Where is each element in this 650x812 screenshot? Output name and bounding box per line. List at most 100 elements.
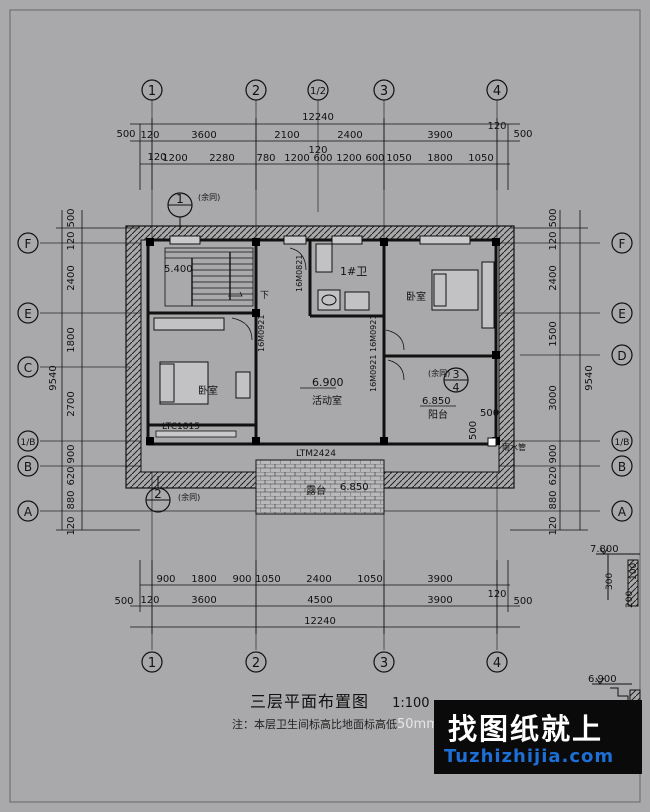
dim-top2-10: 1800 [427, 153, 452, 164]
callout-1-number: 1 [176, 192, 184, 206]
dim-top-2: 120 [140, 130, 159, 141]
detail-dim-300: 300 [605, 573, 615, 590]
window-ltc [155, 430, 237, 438]
drawing-title: 三层平面布置图 [250, 692, 370, 711]
bedroom-w-furniture [153, 317, 251, 405]
stair-down-label: 下 [260, 291, 269, 301]
drawing-frame [9, 9, 641, 803]
note-prefix: 注：本层卫生间标高比地面标高低 [232, 718, 397, 731]
axis-label-row-B: B [24, 460, 32, 474]
dim-top-3: 3600 [191, 130, 216, 141]
axis-label-col-4: 4 [493, 84, 501, 99]
walls [146, 238, 498, 446]
dim-bot1-2: 1800 [191, 574, 216, 585]
dim-top2-5: 1200 [284, 153, 309, 164]
dim-bot2-5: 3900 [427, 595, 452, 606]
dim-bot2-1: 500 [114, 596, 133, 607]
axis-label-row-E-right: E [618, 307, 626, 321]
dim-bot1-7: 3900 [427, 574, 452, 585]
dim-right-9: 120 [548, 516, 559, 535]
balcony-elevation: 6.850 [422, 396, 451, 407]
callout-3-top: 3 [453, 368, 460, 381]
dim-top-small: 120 [308, 145, 327, 156]
dim-left-4: 1800 [66, 327, 77, 352]
axis-label-col-1-2: 1/2 [310, 86, 326, 97]
dim-top2-9: 1050 [386, 153, 411, 164]
stair-elevation: 5.400 [164, 264, 193, 275]
terrace-label: 露台 [306, 484, 326, 497]
axis-label-row-A-right: A [618, 505, 627, 519]
dim-right-1: 500 [548, 208, 559, 227]
dim-left-total: 9540 [48, 365, 59, 390]
dim-top2-1: 120 [147, 152, 166, 163]
dim-left-3: 2400 [66, 265, 77, 290]
drawing-note: 注：本层卫生间标高比地面标高低50mm [232, 716, 439, 732]
dim-top2-6: 600 [313, 153, 332, 164]
axis-label-col-1-bottom: 1 [148, 656, 156, 671]
activity-elevation: 6.900 [312, 376, 344, 389]
door-w-label: 16M0921 [257, 315, 266, 352]
dim-right-8: 880 [548, 490, 559, 509]
callout-3-4: 3 4 (余同) [428, 367, 469, 394]
dim-left-5: 2700 [66, 391, 77, 416]
activity-label: 活动室 [312, 394, 342, 407]
bedroom-ne-label: 卧室 [406, 290, 426, 303]
dim-bot2-7: 500 [513, 596, 532, 607]
axis-label-row-D-right: D [617, 349, 626, 363]
dim-top-1: 500 [116, 129, 135, 140]
dim-top2-8: 600 [365, 153, 384, 164]
axis-bubbles-top [141, 79, 508, 101]
door-act1-label: 16M0921 [369, 355, 378, 392]
terrace-elevation: 6.850 [340, 482, 369, 493]
dim-top2-2: 1200 [162, 153, 187, 164]
callout-3-bottom: 4 [453, 381, 460, 394]
dim-bot1-4: 1050 [255, 574, 280, 585]
axis-label-row-1-B-right: 1/B [615, 438, 630, 448]
note-suffix: 50mm [397, 717, 439, 732]
dim-right-3: 2400 [548, 265, 559, 290]
axis-label-row-A: A [24, 505, 33, 519]
dim-bottom-total: 12240 [304, 616, 336, 627]
dim-left-6: 900 [66, 444, 77, 463]
dim-right-5: 3000 [548, 385, 559, 410]
detail-elevation-2: 6.900 [588, 674, 617, 685]
bathroom-label: 1#卫 [340, 265, 367, 278]
axis-label-col-1: 1 [148, 84, 156, 99]
dim-bot1-3: 900 [232, 574, 251, 585]
callout-1: 1 (余同) [167, 192, 220, 230]
bedroom-ne-furniture [431, 261, 495, 329]
staircase [164, 247, 254, 307]
dim-right-total: 9540 [584, 365, 595, 390]
terrace-floor [255, 459, 385, 515]
dim-left-8: 880 [66, 490, 77, 509]
dim-top-7: 120 [487, 121, 506, 132]
callout-2: 2 (余同) [145, 476, 200, 513]
dim-bot1-1: 900 [156, 574, 175, 585]
callout-3-note: (余同) [428, 368, 450, 378]
drainpipe-label: 雨水管 [502, 442, 526, 452]
drainpipe-icon [487, 437, 497, 447]
dim-bot2-2: 120 [140, 595, 159, 606]
dim-top2-4: 780 [256, 153, 275, 164]
bedroom-w-label: 卧室 [198, 384, 218, 397]
detail-dim-100: 100 [629, 563, 639, 580]
axis-label-row-F-right: F [619, 237, 626, 251]
window-ltm-label: LTM2424 [296, 449, 336, 459]
axis-label-col-3: 3 [380, 84, 388, 99]
balcony-dim-2: 500 [468, 421, 479, 440]
axis-label-col-4-bottom: 4 [493, 656, 501, 671]
axis-label-col-2-bottom: 2 [252, 656, 260, 671]
callout-2-number: 2 [154, 487, 162, 501]
bottom-dimension-lines [130, 560, 520, 634]
window-ltc-label: LTC1815 [162, 422, 200, 432]
dim-bot1-6: 1050 [357, 574, 382, 585]
door-bath-label: 16M0821 [295, 255, 304, 292]
dim-top-4: 2100 [274, 130, 299, 141]
axis-bubbles-left [17, 232, 39, 522]
dim-top-total: 12240 [302, 112, 334, 123]
right-dimension-lines [510, 210, 588, 531]
bathroom-fixtures [315, 243, 370, 311]
watermark-banner: 找图纸就上 Tuzhizhijia.com [434, 700, 642, 774]
balcony-dim: 500 [480, 408, 499, 419]
watermark-url: Tuzhizhijia.com [444, 746, 615, 767]
